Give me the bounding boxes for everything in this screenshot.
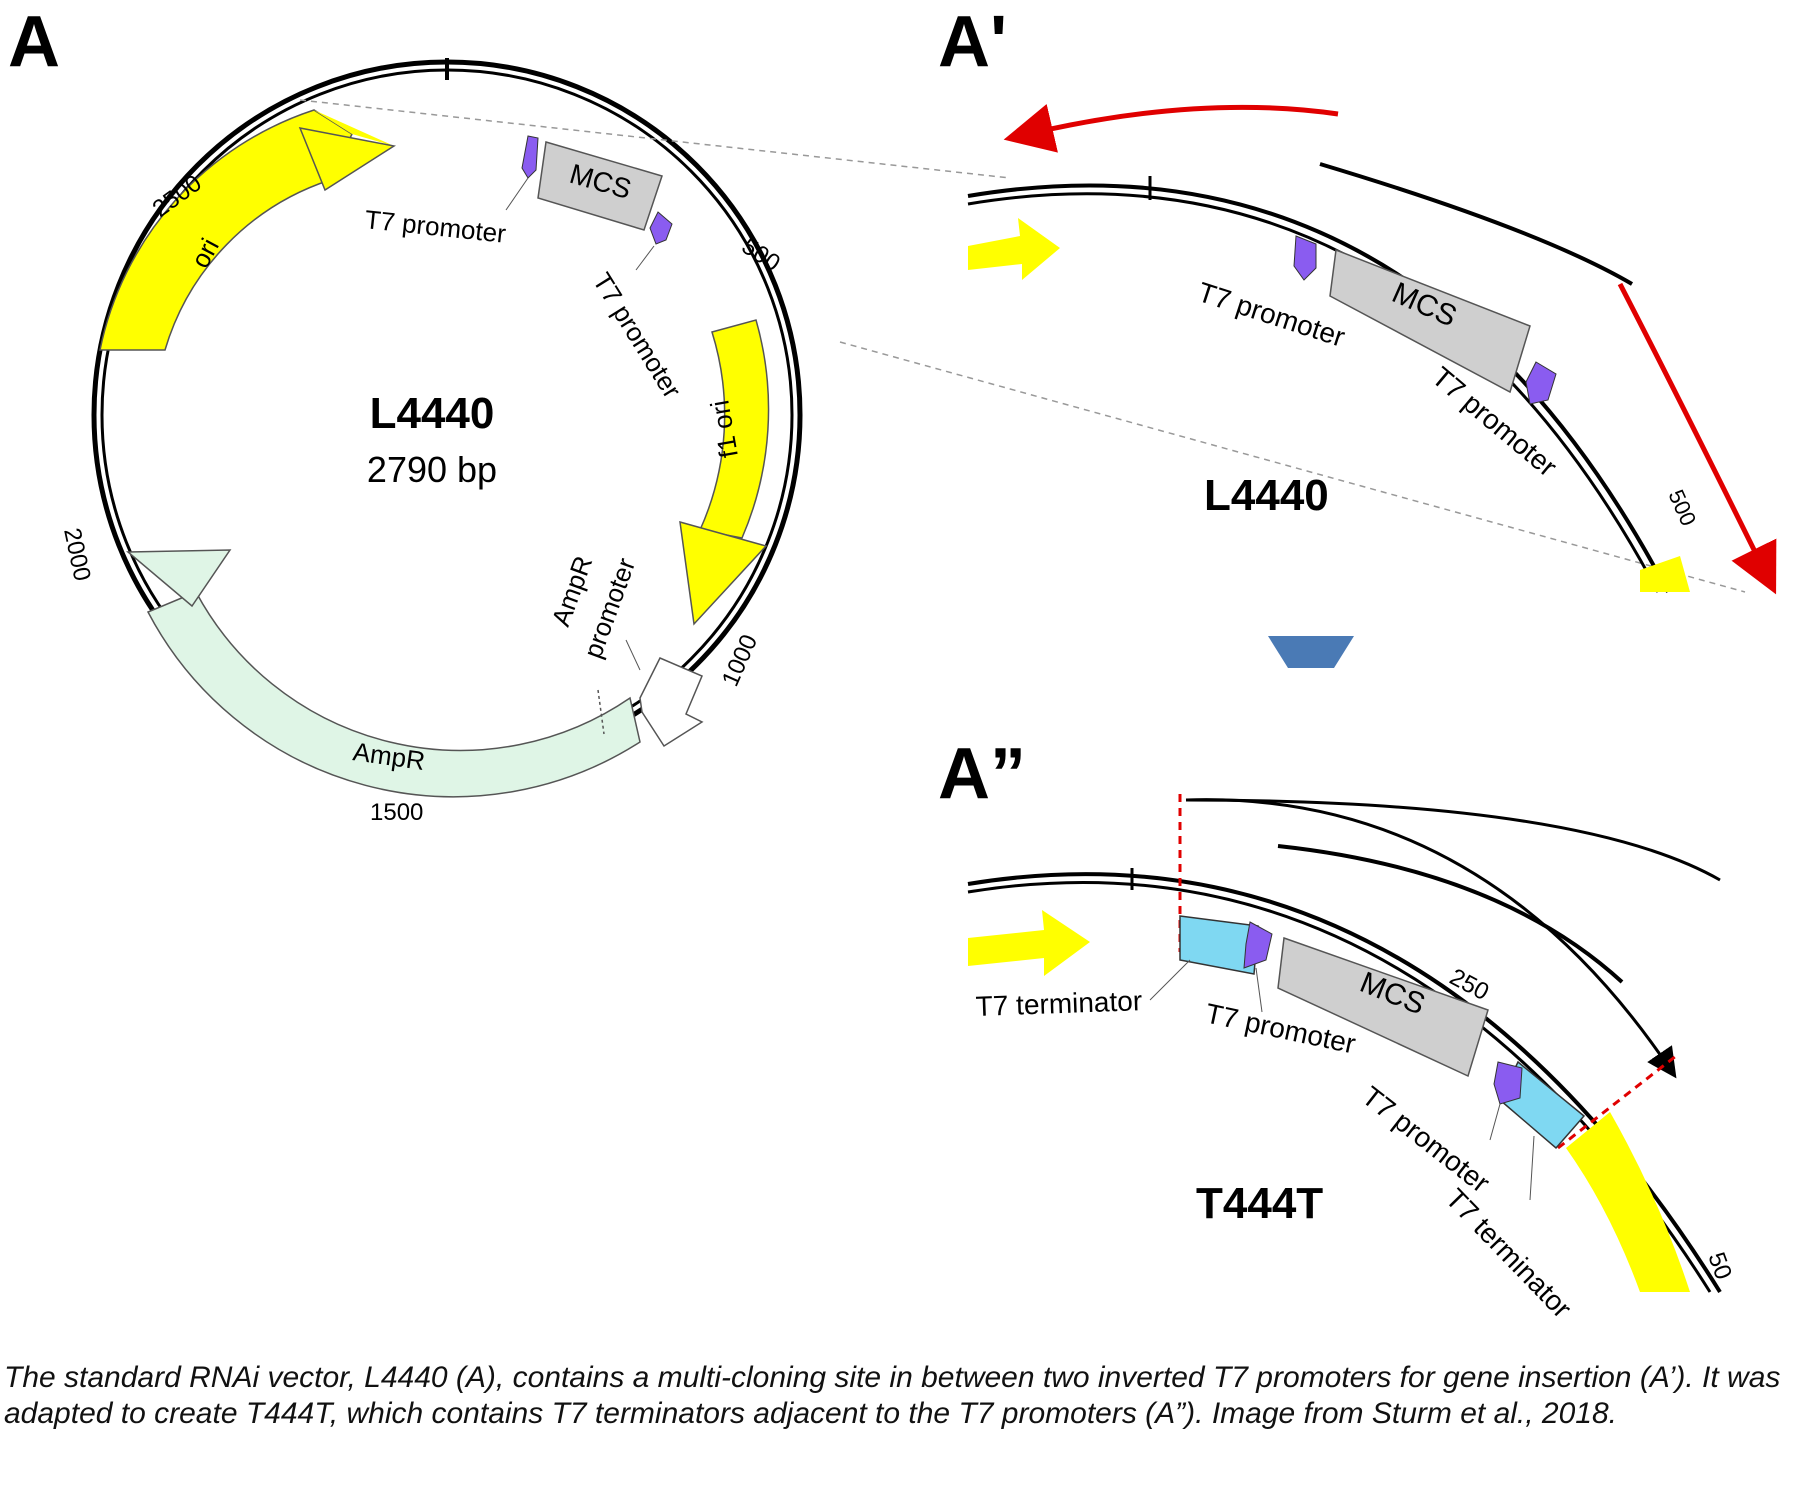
t7-promoter-left-a-prime xyxy=(1293,235,1317,281)
black-line-a-prime xyxy=(1319,162,1634,286)
t7-promoter-right-a-double-prime xyxy=(1493,1061,1523,1105)
panel-a-double-prime: A” MCS T7 terminator T7 promoter xyxy=(938,734,1737,1324)
tick-1000-a: 1000 xyxy=(717,631,763,691)
mcs-feature-a-prime xyxy=(1329,248,1531,394)
backbone-arc-a-prime-outer xyxy=(967,183,1670,593)
ampr-promoter-leader xyxy=(625,639,641,671)
transition-arrow xyxy=(1268,636,1354,668)
ampr-feature xyxy=(146,591,641,798)
tick-500-a-prime: 500 xyxy=(1663,486,1701,530)
t7-promoter-right-label-a-double-prime: T7 promoter xyxy=(1356,1080,1495,1198)
leader-promoter-right xyxy=(1489,1103,1501,1141)
t7-promoter-left-label-a: T7 promoter xyxy=(363,204,507,249)
t7-leader-left-a xyxy=(505,177,529,211)
f1-fragment-a-double-prime xyxy=(1566,1112,1690,1292)
panel-label-a-prime: A' xyxy=(938,2,1007,82)
f1-fragment-a-prime xyxy=(1640,556,1690,592)
tick-500-a-double-prime: 50 xyxy=(1702,1249,1737,1283)
f1-ori-feature xyxy=(698,319,770,539)
panel-label-a: A xyxy=(8,2,60,82)
cut-line-right xyxy=(1557,1054,1677,1150)
mcs-feature-a-double-prime xyxy=(1277,936,1489,1078)
ori-arrow-fragment-a-prime xyxy=(968,218,1060,280)
leader-promoter-left xyxy=(1255,967,1263,1013)
mcs-feature-a xyxy=(537,141,663,231)
ori-arrowhead xyxy=(314,110,394,146)
plasmid-name-a-prime: L4440 xyxy=(1204,471,1329,520)
ori-arrowhead-shape xyxy=(298,127,396,192)
ori-feature xyxy=(99,109,353,351)
ori-arrow-fragment-a-double-prime xyxy=(968,910,1090,976)
ampr-promoter-arrow xyxy=(639,657,704,748)
t7-promoter-right-a xyxy=(649,211,673,245)
plasmid-name-a-double-prime: T444T xyxy=(1196,1179,1323,1228)
panel-a: A ori f1 ori AmpR AmpR promoter MCS T7 p xyxy=(8,2,803,826)
t7-promoter-right-a-prime xyxy=(1525,361,1557,405)
black-arrow-double-prime xyxy=(1185,798,1677,1079)
leader-terminator-right xyxy=(1529,1135,1535,1201)
t7-promoter-left-a xyxy=(521,135,539,179)
zoom-line-bottom xyxy=(839,341,1746,593)
t7-promoter-left-a-double-prime xyxy=(1243,921,1273,969)
t7-promoter-right-label-a: T7 promoter xyxy=(587,267,688,403)
plasmid-figure: A ori f1 ori AmpR AmpR promoter MCS T7 p xyxy=(8,2,1777,1324)
black-arrow-double-prime-shaft xyxy=(1185,798,1721,882)
leader-terminator-left xyxy=(1149,959,1191,1001)
t7-terminator-right-label: T7 terminator xyxy=(1440,1183,1578,1324)
plasmid-name-a: L4440 xyxy=(370,389,495,438)
panel-label-a-double-prime: A” xyxy=(938,734,1026,814)
tick-2000-a: 2000 xyxy=(58,526,96,584)
ampr-divider xyxy=(597,689,605,735)
red-arrow-top xyxy=(1003,103,1339,153)
f1-ori-arrowhead xyxy=(679,520,768,626)
black-line-a-double-prime xyxy=(1277,844,1624,984)
t7-terminator-left xyxy=(1179,915,1259,975)
plasmid-size-a: 2790 bp xyxy=(367,449,497,490)
figure-caption: The standard RNAi vector, L4440 (A), con… xyxy=(4,1361,1781,1430)
tick-1500-a: 1500 xyxy=(370,799,423,826)
t7-leader-right-a xyxy=(635,245,655,271)
ampr-arrowhead xyxy=(125,549,232,608)
zoom-line-top xyxy=(299,99,1011,179)
t7-promoter-left-label-a-prime: T7 promoter xyxy=(1194,276,1349,353)
red-arrow-right xyxy=(1617,282,1777,595)
panel-a-prime: A' MCS T7 promoter T7 promoter 500 L4440 xyxy=(938,2,1777,595)
t7-terminator-left-label: T7 terminator xyxy=(975,985,1142,1022)
